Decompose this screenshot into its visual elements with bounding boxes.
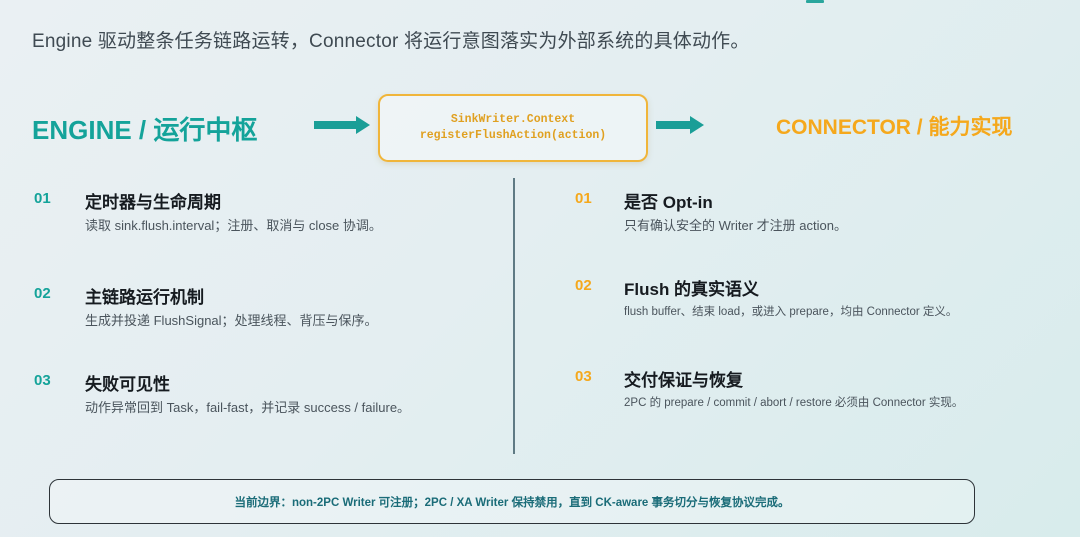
item-title: 是否 Opt-in — [624, 193, 713, 212]
boundary-note: 当前边界：non-2PC Writer 可注册；2PC / XA Writer … — [49, 479, 975, 524]
context-method-name: registerFlushAction(action) — [419, 129, 607, 142]
item-description: 动作异常回到 Task，fail-fast，并记录 success / fail… — [85, 400, 411, 415]
item-title: 交付保证与恢复 — [624, 371, 743, 390]
item-number: 02 — [34, 285, 51, 302]
item-description: flush buffer、结束 load，或进入 prepare，均由 Conn… — [624, 306, 958, 318]
arrow-right-icon — [314, 116, 370, 134]
item-description: 2PC 的 prepare / commit / abort / restore… — [624, 397, 964, 409]
engine-title: ENGINE / 运行中枢 — [32, 115, 258, 145]
context-class-name: SinkWriter.Context — [450, 113, 576, 126]
sinkwriter-context-box: SinkWriter.Context registerFlushAction(a… — [378, 94, 648, 162]
page-subtitle: Engine 驱动整条任务链路运转，Connector 将运行意图落实为外部系统… — [32, 31, 750, 52]
item-title: 定时器与生命周期 — [85, 193, 221, 212]
connector-item-01: 01 是否 Opt-in 只有确认安全的 Writer 才注册 action。 — [575, 188, 1065, 238]
connector-item-02: 02 Flush 的真实语义 flush buffer、结束 load，或进入 … — [575, 275, 1065, 325]
item-number: 01 — [34, 190, 51, 207]
item-number: 02 — [575, 277, 592, 294]
item-number: 03 — [575, 368, 592, 385]
engine-item-01: 01 定时器与生命周期 读取 sink.flush.interval；注册、取消… — [34, 188, 494, 238]
item-number: 03 — [34, 372, 51, 389]
connector-item-03: 03 交付保证与恢复 2PC 的 prepare / commit / abor… — [575, 366, 1065, 416]
item-title: Flush 的真实语义 — [624, 280, 760, 299]
column-divider — [513, 178, 515, 454]
connector-title: CONNECTOR / 能力实现 — [776, 116, 1013, 139]
top-accent-mark — [806, 0, 824, 3]
item-title: 失败可见性 — [85, 375, 170, 394]
engine-item-03: 03 失败可见性 动作异常回到 Task，fail-fast，并记录 succe… — [34, 370, 494, 420]
item-title: 主链路运行机制 — [85, 288, 204, 307]
arrow-right-icon — [656, 116, 704, 134]
boundary-text: 当前边界：non-2PC Writer 可注册；2PC / XA Writer … — [234, 496, 790, 509]
item-description: 读取 sink.flush.interval；注册、取消与 close 协调。 — [85, 218, 382, 233]
item-number: 01 — [575, 190, 592, 207]
engine-item-02: 02 主链路运行机制 生成并投递 FlushSignal；处理线程、背压与保序。 — [34, 283, 494, 333]
item-description: 只有确认安全的 Writer 才注册 action。 — [624, 218, 847, 233]
item-description: 生成并投递 FlushSignal；处理线程、背压与保序。 — [85, 313, 378, 328]
